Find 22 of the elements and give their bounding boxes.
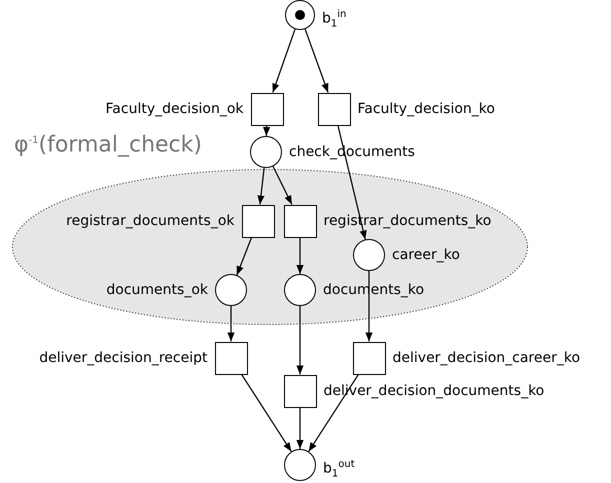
arrow: [304, 28, 329, 93]
arrow: [257, 168, 265, 205]
transition-label: registrar_documents_ok: [66, 213, 234, 229]
arrow: [296, 306, 304, 374]
arrow: [227, 306, 235, 342]
arrow: [296, 238, 304, 274]
transition-label: deliver_decision_career_ko: [392, 350, 580, 366]
transition-label: Faculty_decision_ko: [358, 101, 495, 117]
arrow: [272, 28, 296, 93]
place-label: documents_ok: [106, 282, 208, 298]
transition-label: deliver_decision_receipt: [39, 350, 208, 366]
arrow: [337, 125, 367, 240]
arrow: [241, 374, 292, 452]
arrow: [308, 374, 359, 452]
place-label: career_ko: [392, 247, 460, 263]
transition-label: Faculty_decision_ok: [106, 101, 244, 117]
region-label: φ$^{-1}$(formal_check): [14, 131, 202, 158]
arrow: [272, 166, 292, 205]
arrow: [365, 271, 373, 342]
arrow: [236, 237, 252, 276]
arrow: [296, 408, 304, 449]
arrow: [262, 125, 270, 136]
